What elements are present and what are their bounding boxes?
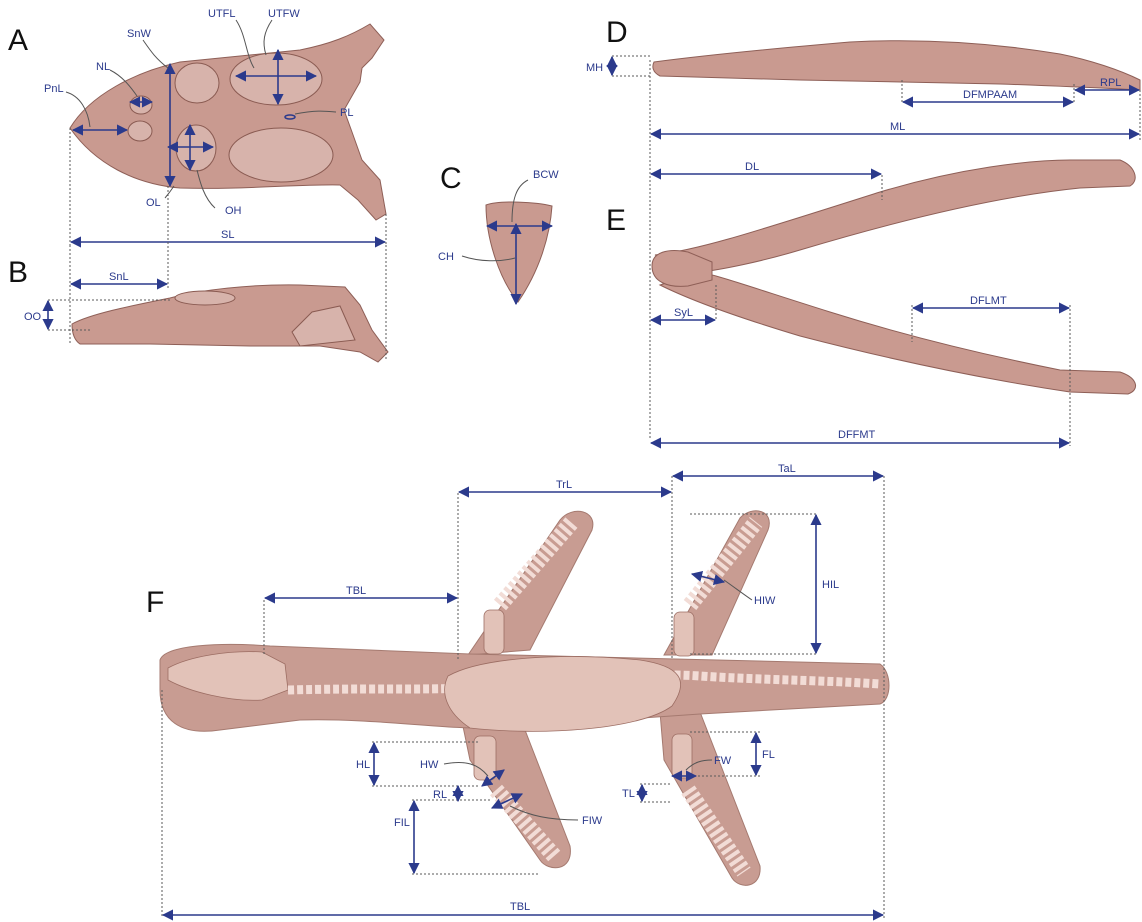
- label-tl: TL: [622, 788, 635, 800]
- label-utfw: UTFW: [268, 8, 300, 20]
- panel-b-skull-lateral: SnL OO B: [8, 186, 388, 362]
- panel-label-e: E: [606, 204, 626, 237]
- ribcage: [445, 657, 681, 732]
- label-tbl-neck: TBL: [346, 585, 366, 597]
- label-nl: NL: [96, 61, 110, 73]
- label-dflmt: DFLMT: [970, 295, 1007, 307]
- label-ol: OL: [146, 197, 161, 209]
- label-fl: FL: [762, 749, 775, 761]
- nares-lower: [128, 121, 152, 141]
- label-fw: FW: [714, 755, 732, 767]
- panel-label-a: A: [8, 24, 28, 57]
- panel-label-f: F: [146, 586, 164, 619]
- label-snl: SnL: [109, 271, 129, 283]
- tooth-outline: [486, 202, 552, 302]
- panel-a-skull-dorsal: SnW UTFL UTFW NL PnL PL OL OH A: [8, 8, 386, 220]
- label-ml: ML: [890, 121, 905, 133]
- label-pl: PL: [340, 107, 353, 119]
- label-snw: SnW: [127, 28, 151, 40]
- front-humerus-upper: [484, 610, 504, 654]
- label-fiw: FIW: [582, 815, 603, 827]
- panel-c-tooth: BCW CH C: [438, 162, 559, 304]
- label-hl: HL: [356, 759, 370, 771]
- label-fil: FIL: [394, 817, 410, 829]
- panel-e-mandible-dorsal: DL SyL DFLMT DFFMT E: [606, 160, 1136, 446]
- label-oh: OH: [225, 205, 242, 217]
- label-mh: MH: [586, 62, 603, 74]
- label-dfmpaam: DFMPAAM: [963, 89, 1017, 101]
- label-tal: TaL: [778, 463, 796, 475]
- label-syl: SyL: [674, 307, 693, 319]
- label-pnl: PnL: [44, 83, 64, 95]
- mandible-lateral-outline: [653, 41, 1140, 90]
- posterior-opening: [229, 128, 333, 182]
- rear-femur-lower: [672, 734, 692, 778]
- utf-opening: [230, 53, 322, 105]
- label-hiw: HIW: [754, 595, 776, 607]
- label-rl: RL: [433, 789, 447, 801]
- mandible-lower-ramus: [660, 272, 1136, 394]
- mandible-upper-ramus: [655, 160, 1135, 272]
- label-hw: HW: [420, 759, 439, 771]
- panel-label-c: C: [440, 162, 462, 195]
- panel-f-whole-body: TrL TaL TBL HIL HIW HL HW RL FIL FIW FW …: [146, 463, 889, 918]
- label-dl: DL: [745, 161, 759, 173]
- label-oo: OO: [24, 311, 42, 323]
- label-dffmt: DFFMT: [838, 429, 876, 441]
- skull-lateral-orbit: [175, 291, 235, 305]
- label-trl: TrL: [556, 479, 572, 491]
- label-utfl: UTFL: [208, 8, 236, 20]
- panel-label-d: D: [606, 16, 628, 49]
- skull-dorsal-outline: [70, 24, 386, 220]
- panel-label-b: B: [8, 256, 28, 289]
- label-tbl-total: TBL: [510, 901, 530, 913]
- label-rpl: RPL: [1100, 77, 1121, 89]
- rear-femur-upper: [674, 612, 694, 656]
- label-ch: CH: [438, 251, 454, 263]
- orbit-opening: [176, 125, 216, 171]
- label-bcw: BCW: [533, 169, 559, 181]
- label-sl: SL: [221, 229, 234, 241]
- label-hil: HIL: [822, 579, 839, 591]
- nares-upper: [130, 96, 152, 114]
- upper-opening: [175, 63, 219, 103]
